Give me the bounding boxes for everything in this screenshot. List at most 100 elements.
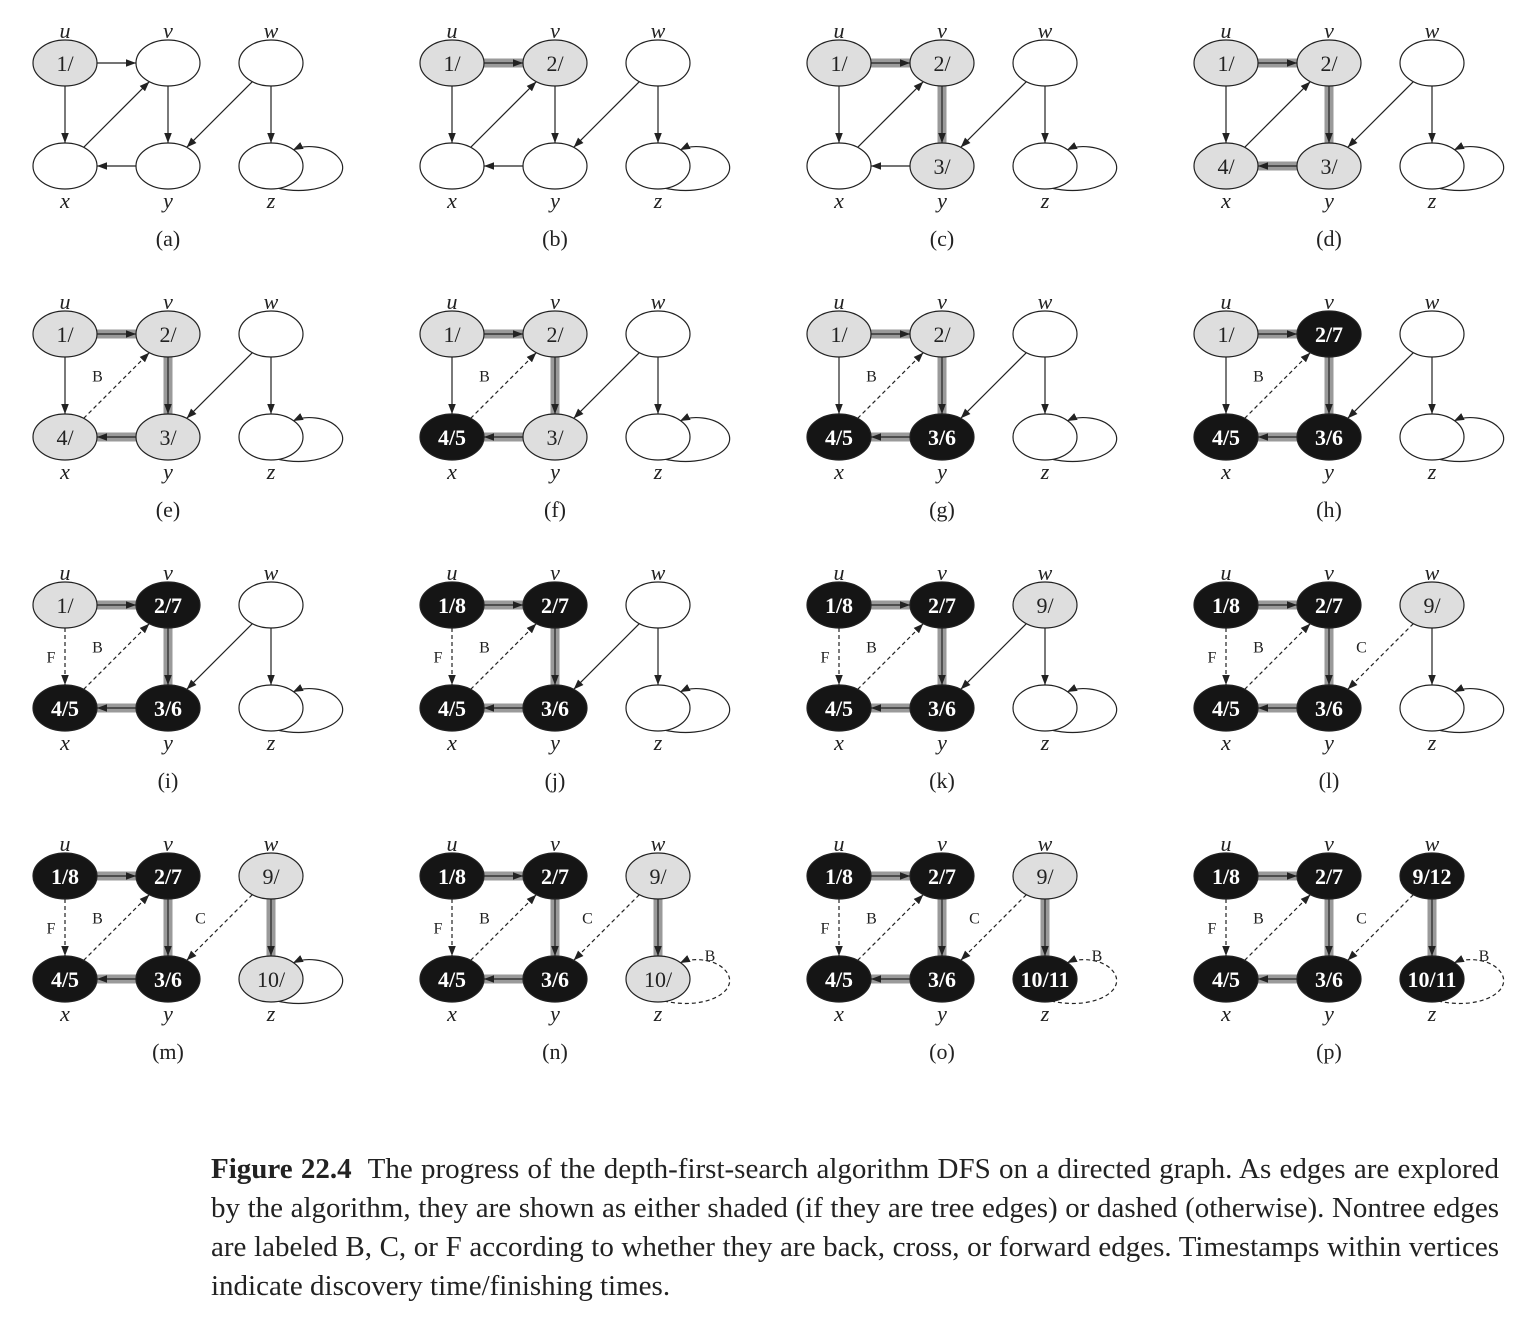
vertex-name-x: x — [1220, 730, 1231, 755]
vertex-name-v: v — [1324, 18, 1334, 43]
nontree-edge-w-y — [1347, 623, 1414, 690]
vertex-w — [1012, 581, 1078, 629]
edge-type-label: B — [1253, 911, 1264, 928]
edge-w-y — [1347, 352, 1414, 419]
nontree-edge-x-v — [470, 352, 537, 419]
vertex-name-v: v — [163, 831, 173, 856]
vertex-name-z: z — [1427, 1001, 1437, 1026]
vertex-y-timestamp: 3/ — [1320, 154, 1338, 179]
vertex-name-y: y — [935, 188, 947, 213]
vertex-name-x: x — [1220, 188, 1231, 213]
vertex-u-timestamp: 1/ — [443, 322, 461, 347]
vertex-name-u: u — [60, 560, 71, 585]
vertex-z — [238, 142, 304, 190]
vertex-z — [625, 413, 691, 461]
vertex-name-v: v — [163, 289, 173, 314]
vertex-y — [135, 955, 201, 1003]
vertex-name-v: v — [550, 289, 560, 314]
vertex-name-y: y — [935, 459, 947, 484]
vertex-w — [625, 852, 691, 900]
vertex-y-timestamp: 3/6 — [541, 967, 569, 992]
vertex-name-w: w — [651, 831, 666, 856]
vertex-name-v: v — [937, 18, 947, 43]
vertex-y-timestamp: 3/ — [159, 425, 177, 450]
vertex-y — [909, 684, 975, 732]
panel-title: (o) — [929, 1039, 955, 1064]
panel-title: (g) — [929, 497, 955, 522]
vertex-name-w: w — [1425, 831, 1440, 856]
edge-type-label: B — [866, 369, 877, 386]
vertex-x-timestamp: 4/5 — [51, 696, 79, 721]
vertex-name-w: w — [1038, 18, 1053, 43]
vertex-u — [806, 852, 872, 900]
nontree-edge-x-v — [83, 352, 150, 419]
vertex-v — [909, 581, 975, 629]
edge-type-label: B — [92, 911, 103, 928]
vertex-x-timestamp: 4/ — [56, 425, 74, 450]
edge-layer: B — [1222, 329, 1505, 463]
vertex-v-timestamp: 2/ — [159, 322, 177, 347]
vertex-u — [32, 39, 98, 87]
vertex-x-timestamp: 4/5 — [825, 967, 853, 992]
vertex-name-y: y — [161, 188, 173, 213]
nontree-edge-w-y — [573, 894, 640, 961]
vertex-x — [419, 413, 485, 461]
self-loop-z — [1050, 684, 1118, 734]
vertex-u-timestamp: 1/ — [56, 51, 74, 76]
vertex-u — [1193, 39, 1259, 87]
edge-layer: B — [835, 329, 1118, 463]
vertex-name-u: u — [60, 18, 71, 43]
vertex-z — [1012, 684, 1078, 732]
vertex-w — [1399, 310, 1465, 358]
vertex-name-w: w — [1038, 289, 1053, 314]
panel-title: (h) — [1316, 497, 1342, 522]
vertex-name-x: x — [833, 1001, 844, 1026]
vertex-x — [32, 142, 98, 190]
vertex-name-x: x — [59, 730, 70, 755]
edge-type-label: B — [479, 369, 490, 386]
vertex-y — [522, 684, 588, 732]
vertex-name-w: w — [264, 831, 279, 856]
vertex-name-z: z — [266, 730, 276, 755]
vertex-v — [1296, 852, 1362, 900]
vertex-z — [1399, 955, 1465, 1003]
vertex-name-z: z — [653, 459, 663, 484]
vertex-name-u: u — [447, 289, 458, 314]
self-loop-z — [276, 955, 344, 1005]
vertex-name-z: z — [1040, 730, 1050, 755]
vertex-u-timestamp: 1/ — [830, 51, 848, 76]
vertex-v — [909, 852, 975, 900]
self-loop-z — [663, 142, 731, 192]
vertex-name-z: z — [1427, 188, 1437, 213]
vertex-y-timestamp: 3/6 — [1315, 967, 1343, 992]
vertex-name-z: z — [1040, 459, 1050, 484]
edge-type-label: F — [434, 921, 443, 938]
vertex-name-x: x — [1220, 459, 1231, 484]
vertex-name-z: z — [653, 188, 663, 213]
vertex-name-u: u — [1221, 560, 1232, 585]
nontree-edge-x-v — [857, 623, 924, 690]
edge-type-label: B — [705, 948, 716, 965]
edge-w-y — [573, 352, 640, 419]
edge-type-label: B — [92, 640, 103, 657]
vertex-v-timestamp: 2/7 — [928, 864, 956, 889]
edge-w-y — [960, 352, 1027, 419]
vertex-y-timestamp: 3/6 — [1315, 696, 1343, 721]
edge-type-label: C — [1356, 640, 1367, 657]
vertex-y — [522, 142, 588, 190]
edge-layer: B — [61, 329, 344, 463]
self-loop-z — [1050, 142, 1118, 192]
vertex-x-timestamp: 4/5 — [825, 696, 853, 721]
vertex-v-timestamp: 2/ — [1320, 51, 1338, 76]
